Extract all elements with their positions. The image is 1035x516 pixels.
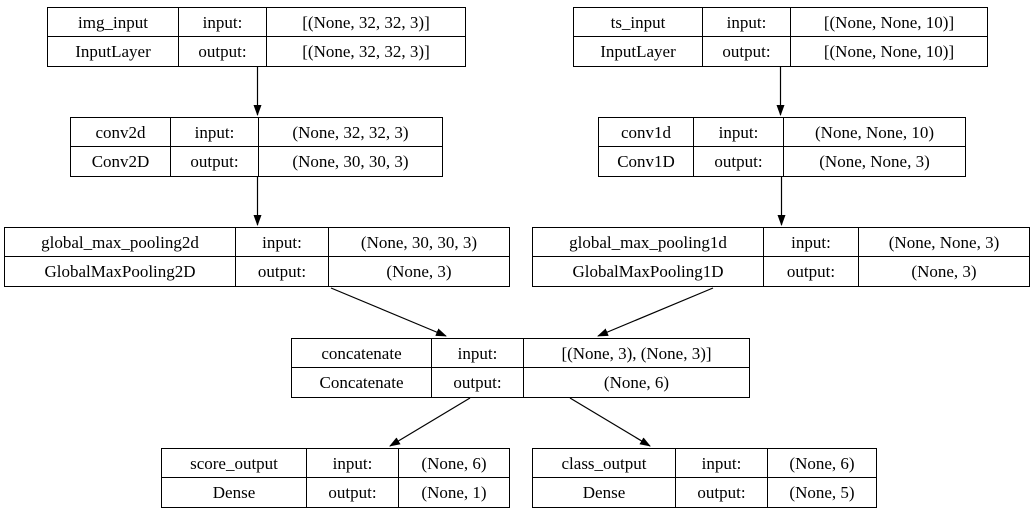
output-label: output: [676, 478, 768, 507]
output-shape: [(None, None, 10)] [823, 42, 955, 61]
edge-concatenate-to-score_output [389, 397, 471, 447]
edge-concatenate-to-class_output [569, 397, 651, 447]
input-shape: [(None, None, 10)] [791, 8, 987, 37]
input-label: input: [694, 118, 784, 147]
node-class_output: class_output input: (None, 6) Dense outp… [532, 448, 877, 508]
input-label: input: [432, 339, 524, 368]
node-concatenate: concatenate input: [(None, 3), (None, 3)… [291, 338, 750, 398]
output-label: output: [764, 257, 859, 286]
layer-name: concatenate [292, 339, 432, 368]
output-shape: (None, 30, 30, 3) [292, 152, 409, 171]
input-shape: (None, 6) [399, 449, 509, 478]
layer-name: class_output [533, 449, 676, 478]
layer-type: InputLayer [574, 37, 703, 66]
node-global_max_pooling2d: global_max_pooling2d input: (None, 30, 3… [4, 227, 510, 287]
layer-type: Conv1D [599, 147, 694, 176]
layer-type: Dense [533, 478, 676, 507]
output-label: output: [236, 257, 329, 286]
node-global_max_pooling1d: global_max_pooling1d input: (None, None,… [532, 227, 1030, 287]
output-shape: (None, 3) [386, 262, 452, 281]
layer-name: score_output [162, 449, 307, 478]
input-shape: (None, 30, 30, 3) [329, 228, 509, 257]
node-conv1d: conv1d input: (None, None, 10) Conv1D ou… [598, 117, 966, 177]
input-label: input: [171, 118, 259, 147]
node-conv2d: conv2d input: (None, 32, 32, 3) Conv2D o… [70, 117, 443, 177]
input-label: input: [307, 449, 399, 478]
output-shape: (None, 6) [603, 373, 670, 392]
layer-name: global_max_pooling2d [5, 228, 236, 257]
input-label: input: [764, 228, 859, 257]
layer-name: global_max_pooling1d [533, 228, 764, 257]
layer-name: ts_input [574, 8, 703, 37]
layer-type: Concatenate [292, 368, 432, 397]
input-shape: [(None, 32, 32, 3)] [267, 8, 465, 37]
output-shape: [(None, 32, 32, 3)] [302, 42, 430, 61]
input-shape: [(None, 3), (None, 3)] [524, 339, 749, 368]
layer-name: conv1d [599, 118, 694, 147]
layer-name: img_input [48, 8, 179, 37]
input-shape: (None, None, 3) [859, 228, 1029, 257]
node-img_input: img_input input: [(None, 32, 32, 3)] Inp… [47, 7, 466, 67]
input-label: input: [179, 8, 267, 37]
layer-name: conv2d [71, 118, 171, 147]
input-shape: (None, 6) [768, 449, 876, 478]
output-shape: (None, 5) [789, 483, 855, 502]
output-label: output: [307, 478, 399, 507]
input-shape: (None, None, 10) [784, 118, 965, 147]
layer-type: Conv2D [71, 147, 171, 176]
output-shape: (None, None, 3) [819, 152, 930, 171]
layer-type: Dense [162, 478, 307, 507]
output-label: output: [179, 37, 267, 66]
node-ts_input: ts_input input: [(None, None, 10)] Input… [573, 7, 988, 67]
output-label: output: [432, 368, 524, 397]
edge-global_max_pooling1d-to-concatenate [597, 287, 714, 337]
output-label: output: [703, 37, 791, 66]
layer-type: GlobalMaxPooling1D [533, 257, 764, 286]
layer-type: GlobalMaxPooling2D [5, 257, 236, 286]
output-shape: (None, 3) [911, 262, 977, 281]
edge-global_max_pooling2d-to-concatenate [330, 287, 447, 337]
output-label: output: [171, 147, 259, 176]
output-label: output: [694, 147, 784, 176]
node-score_output: score_output input: (None, 6) Dense outp… [161, 448, 510, 508]
input-shape: (None, 32, 32, 3) [259, 118, 442, 147]
layer-type: InputLayer [48, 37, 179, 66]
output-shape: (None, 1) [421, 483, 487, 502]
input-label: input: [676, 449, 768, 478]
input-label: input: [703, 8, 791, 37]
input-label: input: [236, 228, 329, 257]
